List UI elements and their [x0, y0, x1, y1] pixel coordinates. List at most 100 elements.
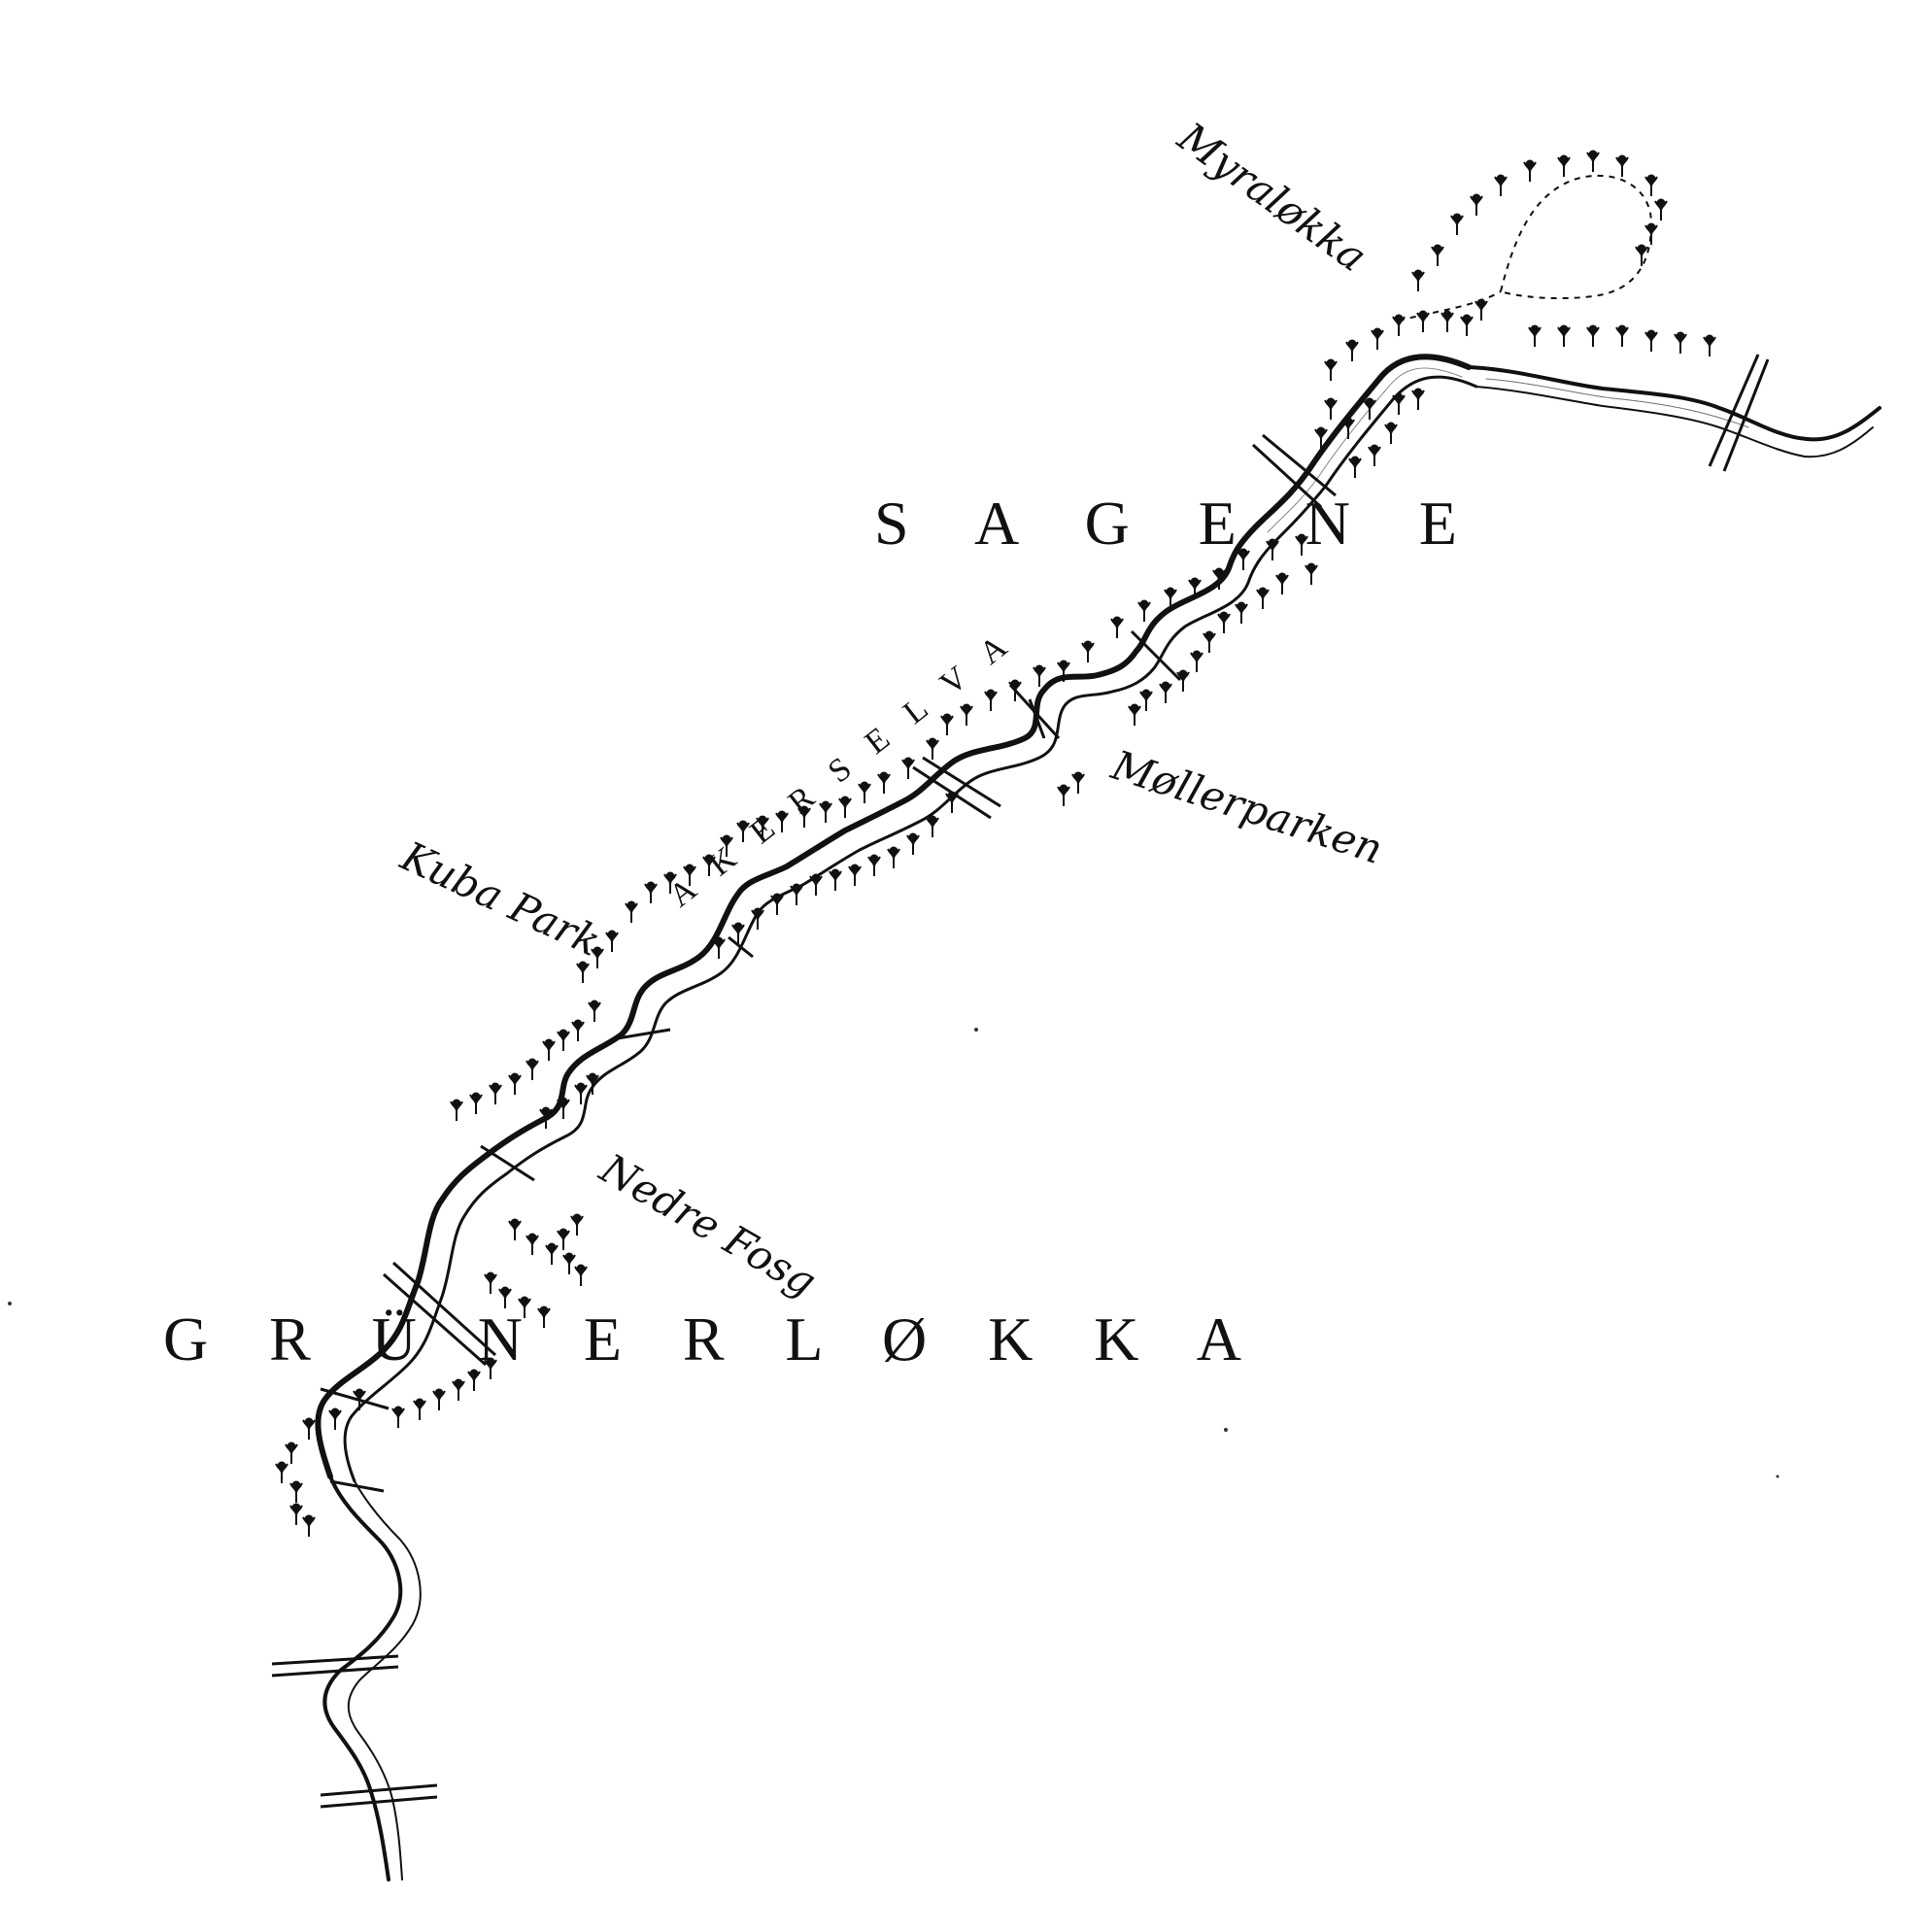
tree-crown-icon: [1386, 422, 1396, 431]
myralokka-park-outline: [1398, 174, 1653, 322]
tree-crown-icon: [1452, 213, 1462, 222]
tree-crown-icon: [573, 1019, 583, 1029]
tree-crown-icon: [578, 961, 588, 970]
tree-crown-icon: [1034, 664, 1044, 674]
bridges: [271, 433, 1337, 1809]
tree-markers: [275, 150, 1716, 1537]
tree-crown-icon: [1161, 681, 1170, 691]
tree-crown-icon: [1530, 324, 1540, 334]
tree-crown-icon: [1347, 339, 1357, 349]
tree-crown-icon: [1297, 533, 1306, 543]
tree-crown-icon: [1238, 548, 1248, 558]
tree-crown-icon: [646, 881, 656, 891]
tree-crown-icon: [792, 883, 801, 893]
tree-crown-icon: [869, 854, 879, 864]
tree-crown-icon: [840, 796, 850, 805]
tree-crown-icon: [1192, 650, 1202, 660]
place-label-nedre-fosg: Nedre Fosg: [592, 1144, 825, 1306]
tree-crown-icon: [434, 1388, 444, 1398]
bridge-upper-right: [1708, 354, 1770, 472]
tree-crown-icon: [593, 946, 602, 956]
tree-crown-icon: [539, 1305, 549, 1315]
place-label-mollerparken: Møllerparken: [1105, 741, 1388, 873]
tree-crown-icon: [1010, 679, 1020, 689]
tree-crown-icon: [454, 1378, 463, 1388]
tree-crown-icon: [665, 871, 675, 881]
tree-crown-icon: [291, 1480, 301, 1490]
paper-specks: [8, 1028, 1779, 1478]
tree-crown-icon: [908, 832, 918, 842]
tree-crown-icon: [1059, 660, 1068, 669]
tree-crown-icon: [486, 1271, 495, 1281]
tree-crown-icon: [590, 1000, 599, 1009]
tree-crown-icon: [500, 1286, 510, 1296]
tree-crown-icon: [860, 781, 869, 791]
tree-crown-icon: [1190, 577, 1200, 587]
tree-crown-icon: [471, 1092, 481, 1102]
tree-crown-icon: [1394, 314, 1404, 323]
tree-crown-icon: [758, 815, 767, 825]
tree-crown-icon: [544, 1038, 554, 1048]
tree-crown-icon: [947, 791, 957, 800]
tree-crown-icon: [928, 737, 937, 747]
tree-crown-icon: [491, 1082, 500, 1092]
tree-crown-icon: [1350, 456, 1360, 465]
tree-crown-icon: [1219, 611, 1229, 621]
tree-crown-icon: [928, 815, 937, 825]
tree-crown-icon: [1462, 314, 1472, 323]
tree-crown-icon: [942, 713, 952, 723]
tree-crown-icon: [1525, 159, 1535, 169]
tree-crown-icon: [1646, 174, 1656, 184]
tree-crown-icon: [527, 1233, 537, 1242]
tree-crown-icon: [287, 1441, 296, 1451]
tree-crown-icon: [1214, 567, 1224, 577]
tree-crown-icon: [821, 800, 830, 810]
tree-crown-icon: [733, 922, 743, 932]
tree-crown-icon: [879, 771, 889, 781]
tree-crown-icon: [1139, 599, 1149, 609]
tree-crown-icon: [1370, 444, 1379, 454]
tree-crown-icon: [1268, 538, 1277, 548]
tree-crown-icon: [1316, 426, 1326, 436]
tree-crown-icon: [1637, 244, 1646, 254]
tree-crown-icon: [1617, 154, 1627, 164]
tree-crown-icon: [1141, 689, 1151, 698]
tree-crown-icon: [1343, 417, 1353, 426]
tree-crown-icon: [1617, 324, 1627, 334]
tree-crown-icon: [1646, 222, 1656, 232]
tree-crown-icon: [1258, 587, 1268, 596]
tree-crown-icon: [510, 1072, 520, 1082]
tree-crown-icon: [469, 1369, 479, 1378]
tree-crown-icon: [1418, 310, 1428, 320]
tree-crown-icon: [559, 1029, 568, 1038]
tree-crown-icon: [1326, 397, 1336, 407]
tree-crown-icon: [1656, 198, 1666, 208]
tree-crown-icon: [738, 820, 748, 830]
tree-crown-icon: [1373, 327, 1382, 337]
tree-crown-icon: [393, 1406, 403, 1415]
tree-crown-icon: [415, 1398, 424, 1407]
tree-crown-icon: [714, 936, 724, 946]
tree-crown-icon: [1326, 358, 1336, 368]
tree-crown-icon: [1059, 784, 1068, 794]
tree-crown-icon: [607, 930, 617, 939]
tree-crown-icon: [1178, 669, 1188, 679]
tree-crown-icon: [510, 1218, 520, 1228]
tree-crown-icon: [777, 810, 787, 820]
tree-crown-icon: [889, 846, 898, 856]
tree-crown-icon: [772, 893, 782, 902]
tree-crown-icon: [277, 1461, 287, 1471]
tree-crown-icon: [1237, 601, 1246, 611]
tree-crown-icon: [1496, 174, 1506, 184]
tree-crown-icon: [1306, 562, 1316, 572]
tree-crown-icon: [704, 854, 714, 864]
place-label-kuba-park: Kuba Park: [393, 831, 608, 966]
tree-crown-icon: [1442, 310, 1452, 320]
tree-crown-icon: [830, 868, 840, 878]
tree-crown-icon: [559, 1228, 568, 1237]
tree-crown-icon: [1646, 329, 1656, 339]
tree-crown-icon: [304, 1417, 314, 1427]
tree-crown-icon: [1394, 392, 1404, 402]
